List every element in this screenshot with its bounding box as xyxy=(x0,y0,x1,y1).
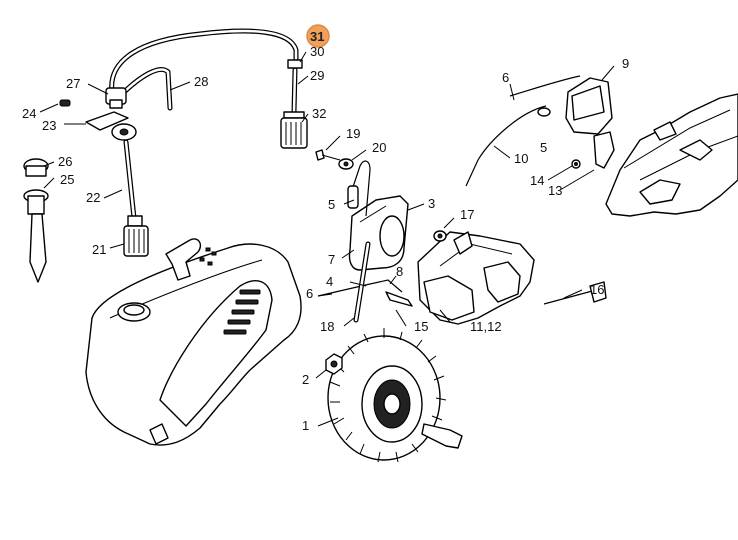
label-part-14: 14 xyxy=(530,173,544,188)
ignition-module xyxy=(315,149,413,323)
label-part-8: 8 xyxy=(396,264,403,279)
label-part-28: 28 xyxy=(194,74,208,89)
part-labels: 1 2 3 4 5 5 6 6 7 8 9 10 11,12 13 14 15 … xyxy=(22,29,629,433)
label-part-6b: 6 xyxy=(306,286,313,301)
label-part-10: 10 xyxy=(514,151,528,166)
label-part-18: 18 xyxy=(320,319,334,334)
label-part-20: 20 xyxy=(372,140,386,155)
label-part-25: 25 xyxy=(60,172,74,187)
tank-housing xyxy=(85,238,302,446)
label-part-7: 7 xyxy=(328,252,335,267)
label-part-9: 9 xyxy=(622,56,629,71)
label-part-4: 4 xyxy=(326,274,333,289)
label-part-31: 31 xyxy=(310,29,324,44)
label-part-2: 2 xyxy=(302,372,309,387)
label-part-24: 24 xyxy=(22,106,36,121)
label-part-21: 21 xyxy=(92,242,106,257)
flywheel xyxy=(327,328,463,463)
label-part-5a: 5 xyxy=(328,197,335,212)
label-part-30: 30 xyxy=(310,44,324,59)
label-part-13: 13 xyxy=(548,183,562,198)
label-part-17: 17 xyxy=(460,207,474,222)
label-part-27: 27 xyxy=(66,76,80,91)
leader-lines xyxy=(39,51,615,427)
primer-screw xyxy=(23,158,49,283)
engine-handle xyxy=(465,75,738,217)
label-part-3: 3 xyxy=(428,196,435,211)
label-part-23: 23 xyxy=(42,118,56,133)
label-part-15: 15 xyxy=(414,319,428,334)
label-part-1: 1 xyxy=(302,418,309,433)
label-part-5b: 5 xyxy=(540,140,547,155)
label-part-26: 26 xyxy=(58,154,72,169)
label-part-29: 29 xyxy=(310,68,324,83)
label-part-11-12: 11,12 xyxy=(470,319,502,334)
label-part-19: 19 xyxy=(346,126,360,141)
label-part-6a: 6 xyxy=(502,70,509,85)
crankcase xyxy=(417,230,607,325)
highlight-marker xyxy=(306,24,330,48)
label-part-32: 32 xyxy=(312,106,326,121)
label-part-22: 22 xyxy=(86,190,100,205)
vent-slots xyxy=(223,289,261,335)
label-part-16: 16 xyxy=(590,282,604,297)
fuel-hose-assembly xyxy=(59,28,308,257)
